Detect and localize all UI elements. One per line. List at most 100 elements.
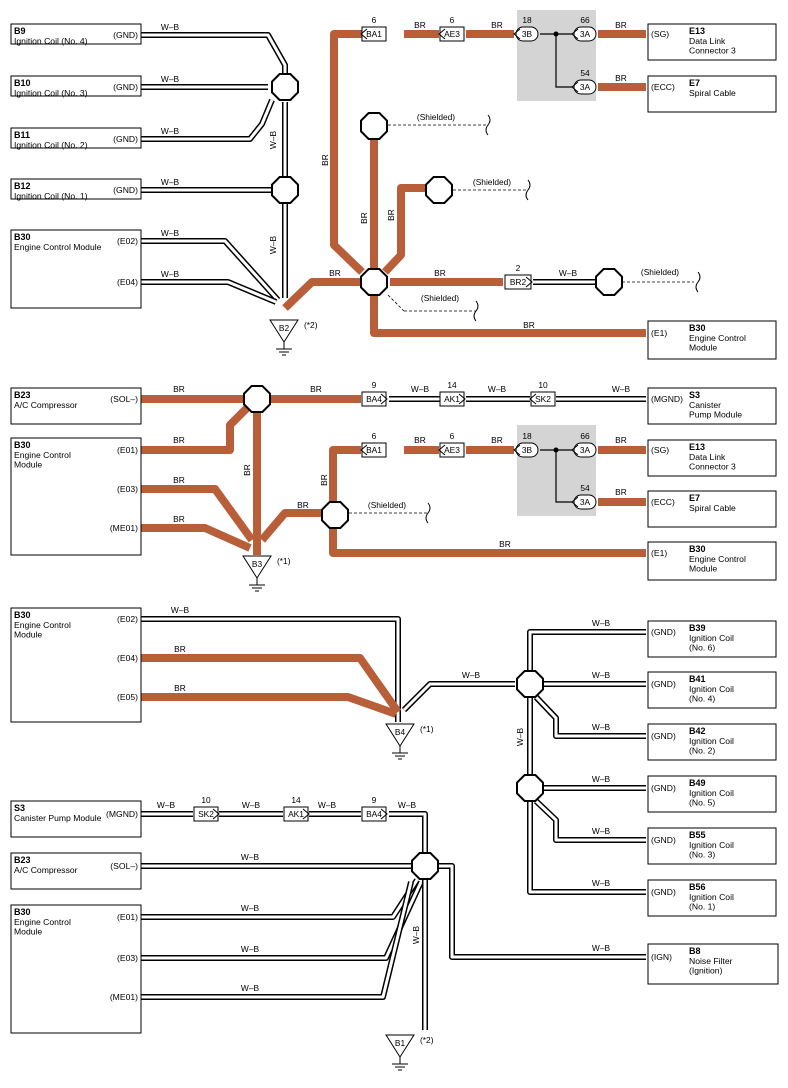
- connector-c3b-2: [515, 442, 539, 458]
- component-code: B9: [14, 26, 26, 36]
- wire-wb-core: [140, 617, 400, 722]
- connector-ak1-2: [283, 806, 309, 822]
- component-b41: [647, 671, 777, 709]
- connector-label: AK1: [288, 809, 304, 819]
- connector-label: AE3: [444, 445, 460, 455]
- ground-note: (*2): [304, 320, 318, 330]
- wire-label: W–B: [171, 605, 190, 615]
- connector-label: SK2: [535, 394, 551, 404]
- wire-br: [140, 654, 402, 715]
- wire-label: W–B: [157, 800, 176, 810]
- component-code: B56: [689, 882, 706, 892]
- component-code: S3: [689, 390, 700, 400]
- connector-number: 6: [372, 431, 377, 441]
- pin-label: (ME01): [110, 992, 138, 1002]
- component-name: Noise Filter: [689, 956, 733, 966]
- component-name: Connector 3: [689, 46, 736, 56]
- shielded-label: (Shielded): [641, 267, 679, 277]
- connector-arrow: [458, 393, 466, 405]
- component-code: B30: [689, 323, 706, 333]
- component-name: A/C Compressor: [14, 400, 78, 410]
- wire-wb: [439, 863, 646, 960]
- component-code: B30: [14, 440, 31, 450]
- component-name: Ignition Coil (No. 1): [14, 191, 88, 201]
- connector-number: 14: [447, 380, 457, 390]
- connector-label: 3A: [580, 497, 591, 507]
- component-b30-3: [10, 437, 142, 556]
- wire-label: BR: [414, 20, 426, 30]
- component-code: B8: [689, 946, 701, 956]
- wire-wb-core: [140, 881, 423, 960]
- connector-number: 9: [372, 795, 377, 805]
- connector-number: 14: [291, 795, 301, 805]
- pin-label: (E1): [651, 548, 667, 558]
- wire-label: BR: [320, 154, 330, 166]
- component-name: (No. 4): [689, 694, 715, 704]
- component-code: E13: [689, 442, 705, 452]
- wire-wb: [140, 616, 401, 722]
- pin-label: (GND): [651, 835, 676, 845]
- connector-ba1-1: [361, 26, 387, 42]
- connector-label: BA4: [366, 809, 382, 819]
- pin-label: (GND): [113, 82, 138, 92]
- component-b42: [647, 723, 777, 761]
- connector-arrow: [380, 808, 388, 820]
- component-name: Ignition Coil: [689, 892, 734, 902]
- wire-label: BR: [174, 644, 186, 654]
- wire-label: W–B: [559, 268, 578, 278]
- wire-label: BR: [615, 73, 627, 83]
- wire-br: [140, 693, 398, 718]
- wire-wb-core: [140, 881, 413, 999]
- junction-dot: [553, 447, 559, 453]
- connector-label: 3A: [580, 82, 591, 92]
- connector-number: 66: [580, 15, 590, 25]
- pin-label: (GND): [651, 679, 676, 689]
- connector-number: 54: [580, 68, 590, 78]
- wire-label: BR: [386, 209, 396, 221]
- connector-ba1-2: [361, 442, 387, 458]
- wire-label: BR: [523, 320, 535, 330]
- wire-label: BR: [173, 475, 185, 485]
- pin-label: (E01): [117, 912, 138, 922]
- component-name: Engine Control: [14, 450, 71, 460]
- component-name: Data Link: [689, 452, 726, 462]
- component-b10: [10, 75, 142, 97]
- component-code: B23: [14, 390, 31, 400]
- component-name: Ignition Coil: [689, 840, 734, 850]
- connector-arrow: [571, 81, 579, 93]
- pin-label: (E03): [117, 953, 138, 963]
- wire-br: [382, 184, 425, 275]
- pin-label: (GND): [113, 30, 138, 40]
- component-e13-1: [647, 23, 777, 61]
- component-name: Canister: [689, 400, 721, 410]
- pin-label: (E01): [117, 445, 138, 455]
- wire-br: [329, 446, 361, 502]
- connector-number: 54: [580, 483, 590, 493]
- component-code: B41: [689, 674, 706, 684]
- connector-arrow: [525, 276, 533, 288]
- connector-ba4-1: [361, 391, 387, 407]
- wire-label: BR: [173, 514, 185, 524]
- wire-label: W–B: [241, 983, 260, 993]
- wire-label: W–B: [398, 800, 417, 810]
- junction-splice: [360, 268, 388, 296]
- component-code: B30: [14, 232, 31, 242]
- connector-label: 3A: [580, 29, 591, 39]
- junction-dot: [553, 31, 559, 37]
- connector-label: AE3: [444, 29, 460, 39]
- shielded-label: (Shielded): [421, 293, 459, 303]
- component-b30-2: [647, 320, 777, 360]
- connector-arrow: [571, 444, 579, 456]
- component-name: Canister Pump Module: [14, 813, 102, 823]
- component-name: Module: [689, 564, 717, 574]
- connector-label: 3A: [580, 445, 591, 455]
- wire-label: BR: [434, 268, 446, 278]
- junction-splice: [321, 501, 349, 529]
- connector-number: 6: [372, 15, 377, 25]
- connector-number: 9: [372, 380, 377, 390]
- shield-termination: [485, 114, 491, 136]
- wire-wb-core: [140, 99, 274, 141]
- component-code: E7: [689, 78, 700, 88]
- connector-sk2-1: [530, 391, 556, 407]
